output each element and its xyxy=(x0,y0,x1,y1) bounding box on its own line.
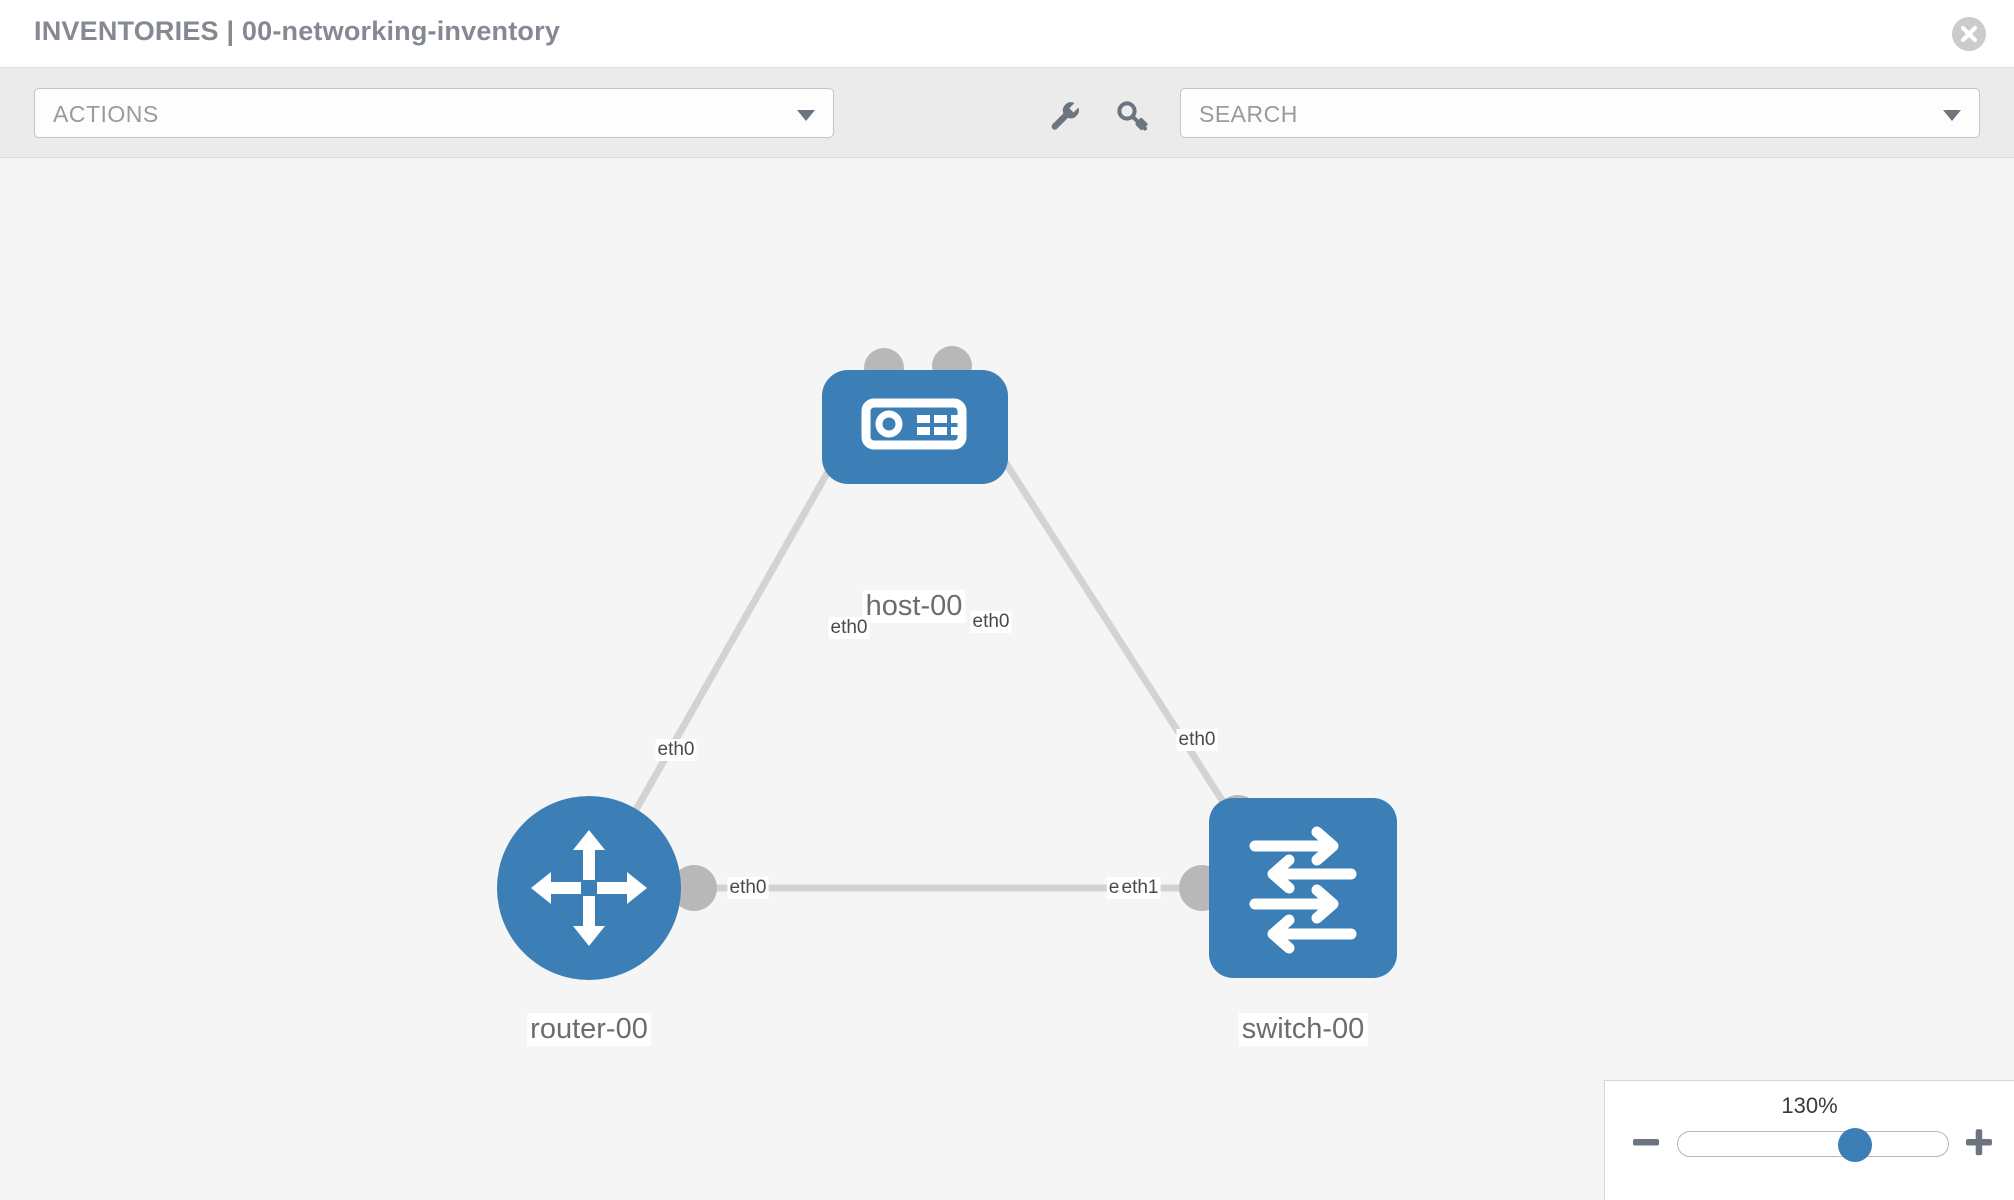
router-arrows-icon xyxy=(531,830,647,946)
zoom-slider-thumb[interactable] xyxy=(1838,1128,1872,1162)
zoom-slider[interactable] xyxy=(1677,1128,1949,1162)
node-label-switch-00[interactable]: switch-00 xyxy=(1238,1013,1368,1046)
node-label-router-00[interactable]: router-00 xyxy=(527,1013,651,1046)
search-placeholder: SEARCH xyxy=(1199,101,1298,127)
toolbar: ACTIONS SEARCH xyxy=(0,68,2014,158)
wrench-icon[interactable] xyxy=(1046,96,1084,134)
node-label-host-00[interactable]: host-00 xyxy=(862,590,966,623)
actions-dropdown-label: ACTIONS xyxy=(53,101,159,127)
interface-label[interactable]: eth0 xyxy=(970,611,1012,633)
chevron-down-icon xyxy=(797,110,815,121)
key-icon[interactable] xyxy=(1114,96,1152,134)
topology-canvas[interactable]: host-00 router-00 switch-00 eth0 eth0 et… xyxy=(0,158,2014,1200)
port-handle[interactable] xyxy=(671,865,717,911)
zoom-control-panel: 130% xyxy=(1604,1080,2014,1200)
interface-label[interactable]: eth1 xyxy=(1119,877,1161,899)
node-host-00[interactable] xyxy=(822,370,1008,484)
search-input[interactable]: SEARCH xyxy=(1180,88,1980,138)
node-switch-00[interactable] xyxy=(1209,798,1397,978)
zoom-level-label: 130% xyxy=(1781,1093,1838,1118)
chevron-down-icon[interactable] xyxy=(1943,110,1961,121)
close-icon[interactable] xyxy=(1952,17,1986,51)
node-router-00[interactable] xyxy=(497,796,681,980)
page-header: INVENTORIES | 00-networking-inventory xyxy=(0,0,2014,68)
server-icon xyxy=(861,398,967,450)
interface-label[interactable]: eth0 xyxy=(1176,729,1218,751)
plus-icon[interactable] xyxy=(1962,1125,1996,1159)
actions-dropdown[interactable]: ACTIONS xyxy=(34,88,834,138)
topology-graph xyxy=(497,346,1397,980)
interface-label[interactable]: eth0 xyxy=(655,739,697,761)
minus-icon[interactable] xyxy=(1629,1125,1663,1159)
interface-label[interactable]: eth0 xyxy=(828,617,870,639)
switch-arrows-icon xyxy=(1249,826,1357,954)
page-title: INVENTORIES | 00-networking-inventory xyxy=(34,16,561,46)
interface-label[interactable]: eth0 xyxy=(727,877,769,899)
